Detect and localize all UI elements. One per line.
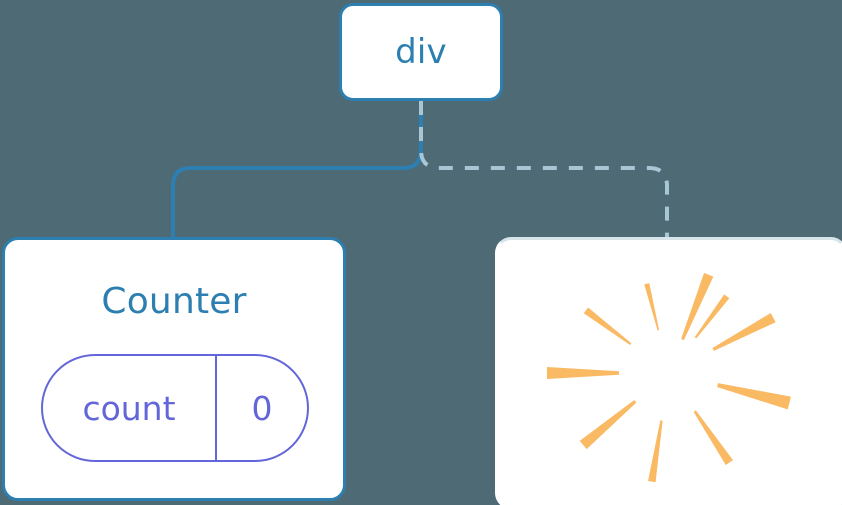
burst-ray-1: [681, 272, 714, 341]
edge-div-to-highlight: [419, 101, 669, 238]
burst-ray-3: [583, 307, 632, 345]
node-root-div-label: div: [395, 32, 447, 72]
burst-ray-6: [648, 420, 663, 483]
prop-pill-count[interactable]: count 0: [41, 354, 309, 462]
burst-ray-5: [579, 400, 637, 450]
burst-icon: [547, 272, 791, 483]
prop-pill-key: count: [43, 356, 217, 460]
burst-ray-4: [547, 367, 619, 379]
prop-pill-value: 0: [251, 388, 273, 428]
node-counter-label: Counter: [101, 281, 247, 322]
burst-ray-8: [717, 383, 791, 410]
burst-ray-7: [693, 410, 734, 465]
node-highlight-burst[interactable]: [495, 237, 842, 505]
edge-div-to-counter: [171, 101, 423, 238]
burst-ray-10: [694, 294, 730, 339]
node-root-div[interactable]: div: [339, 3, 503, 101]
burst-ray-9: [712, 313, 776, 351]
burst-ray-2: [644, 283, 660, 331]
